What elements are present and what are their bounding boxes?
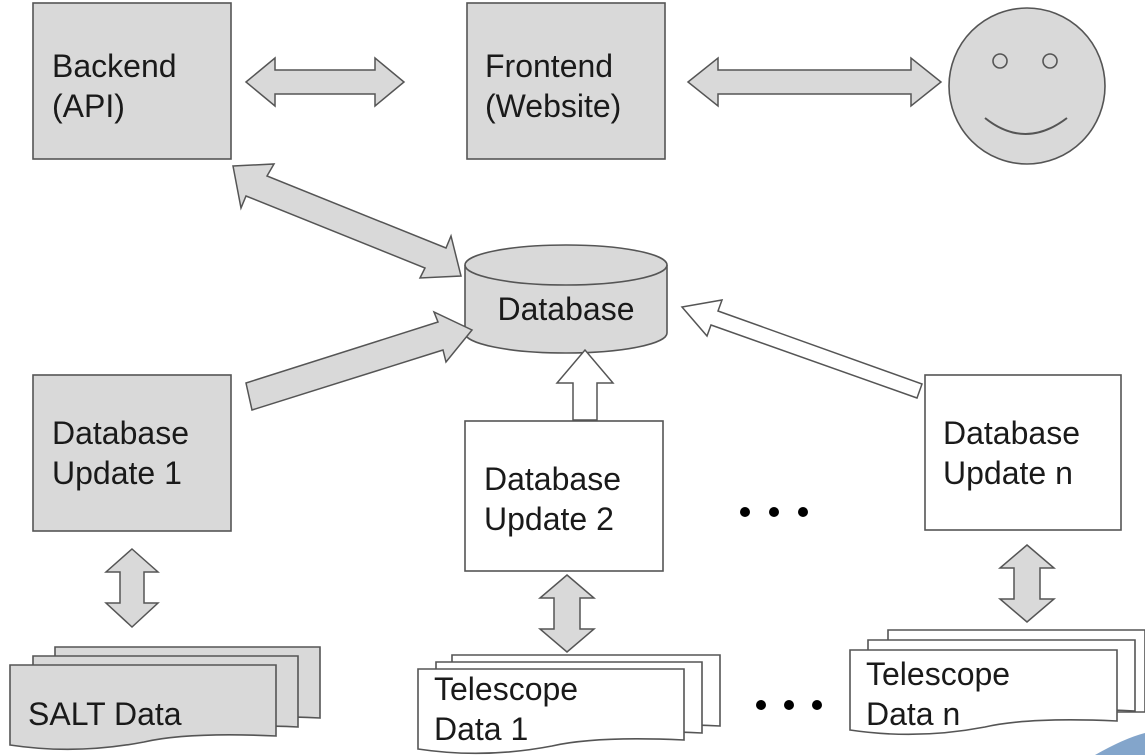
frontend-node: Frontend (Website) (466, 2, 666, 160)
update2-label-line2: Update 2 (484, 501, 614, 537)
telescopen-label-line2: Data n (866, 696, 960, 732)
telescope1-label-line1: Telescope (434, 671, 578, 707)
telescopen-label-line1: Telescope (866, 656, 1010, 692)
database-node: Database (464, 244, 668, 354)
telescopen-node: Telescope Data n (849, 629, 1145, 736)
salt-data-node: SALT Data (9, 646, 321, 751)
updaten-node: Database Update n (924, 374, 1122, 531)
frontend-label-line1: Frontend (485, 48, 613, 84)
ellipsis-updates (740, 507, 808, 517)
backend-frontend-double-arrow (244, 56, 406, 108)
corner-decoration (1095, 733, 1145, 755)
telescope1-node: Telescope Data 1 (417, 654, 721, 755)
user-smiley-icon (948, 7, 1106, 165)
update1-node: Database Update 1 (32, 374, 232, 532)
update1-database-arrow (245, 310, 474, 411)
backend-label-line1: Backend (52, 48, 177, 84)
update1-label-line1: Database (52, 415, 189, 451)
update2-label-line1: Database (484, 461, 621, 497)
updaten-database-arrow (680, 299, 923, 399)
frontend-user-double-arrow (686, 56, 943, 108)
update2-telescope1-double-arrow (537, 574, 597, 653)
updaten-telescopen-double-arrow (997, 544, 1057, 623)
telescope1-label-line2: Data 1 (434, 711, 528, 747)
database-label: Database (498, 291, 635, 327)
update2-database-arrow (555, 348, 615, 421)
ellipsis-telescopes (756, 700, 822, 710)
update1-label-line2: Update 1 (52, 455, 182, 491)
frontend-label-line2: (Website) (485, 88, 621, 124)
backend-node: Backend (API) (32, 2, 232, 160)
updaten-label-line2: Update n (943, 455, 1073, 491)
backend-label-line2: (API) (52, 88, 125, 124)
updaten-label-line1: Database (943, 415, 1080, 451)
backend-database-double-arrow (232, 163, 462, 279)
update2-node: Database Update 2 (464, 420, 664, 572)
salt-data-label: SALT Data (28, 696, 182, 732)
update1-salt-double-arrow (104, 547, 160, 629)
